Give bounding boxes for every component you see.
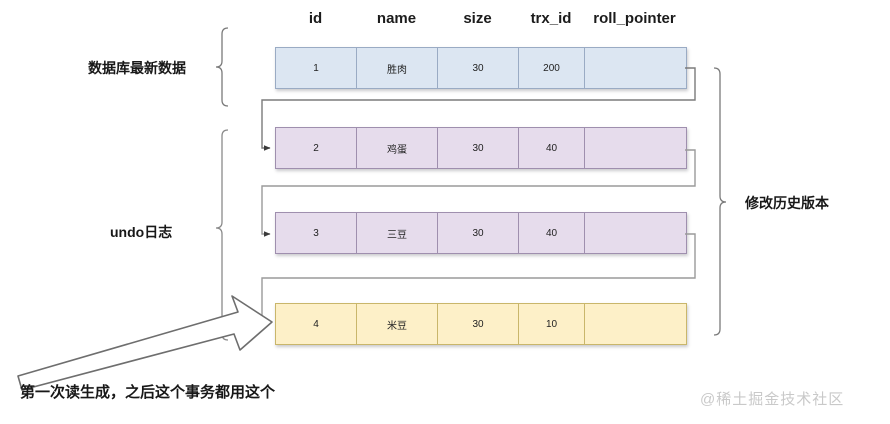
cell-size: 30 (438, 304, 519, 344)
caption-readview: 第一次读生成，之后这个事务都用这个 (20, 384, 276, 401)
cell-size: 30 (438, 128, 519, 168)
cell-name: 鸡蛋 (357, 128, 438, 168)
cell-trx-id: 10 (519, 304, 585, 344)
cell-trx-id: 40 (519, 213, 585, 253)
brace-history-versions (713, 67, 727, 336)
cell-name: 米豆 (357, 304, 438, 344)
column-header-name: name (376, 10, 417, 27)
cell-roll-pointer (585, 128, 686, 168)
cell-id: 2 (276, 128, 357, 168)
cell-id: 4 (276, 304, 357, 344)
brace-undo-log (215, 129, 229, 341)
cell-id: 1 (276, 48, 357, 88)
table-row: 4 米豆 30 10 (275, 303, 687, 345)
label-history-versions: 修改历史版本 (745, 195, 829, 211)
column-header-roll-pointer: roll_pointer (593, 10, 676, 27)
column-header-trx-id: trx_id (530, 10, 572, 27)
cell-roll-pointer (585, 304, 686, 344)
brace-latest-data (215, 27, 229, 107)
cell-name: 三豆 (357, 213, 438, 253)
cell-name: 胜肉 (357, 48, 438, 88)
cell-trx-id: 40 (519, 128, 585, 168)
cell-trx-id: 200 (519, 48, 585, 88)
column-header-size: size (463, 10, 492, 27)
cell-size: 30 (438, 48, 519, 88)
cell-size: 30 (438, 213, 519, 253)
cell-id: 3 (276, 213, 357, 253)
column-header-id: id (308, 10, 323, 27)
table-row: 1 胜肉 30 200 (275, 47, 687, 89)
table-row: 3 三豆 30 40 (275, 212, 687, 254)
watermark: @稀土掘金技术社区 (700, 391, 845, 408)
label-undo-log: undo日志 (110, 224, 173, 240)
table-row: 2 鸡蛋 30 40 (275, 127, 687, 169)
readview-block-arrow (17, 295, 273, 391)
cell-roll-pointer (585, 213, 686, 253)
label-latest-data: 数据库最新数据 (88, 60, 186, 76)
cell-roll-pointer (585, 48, 686, 88)
